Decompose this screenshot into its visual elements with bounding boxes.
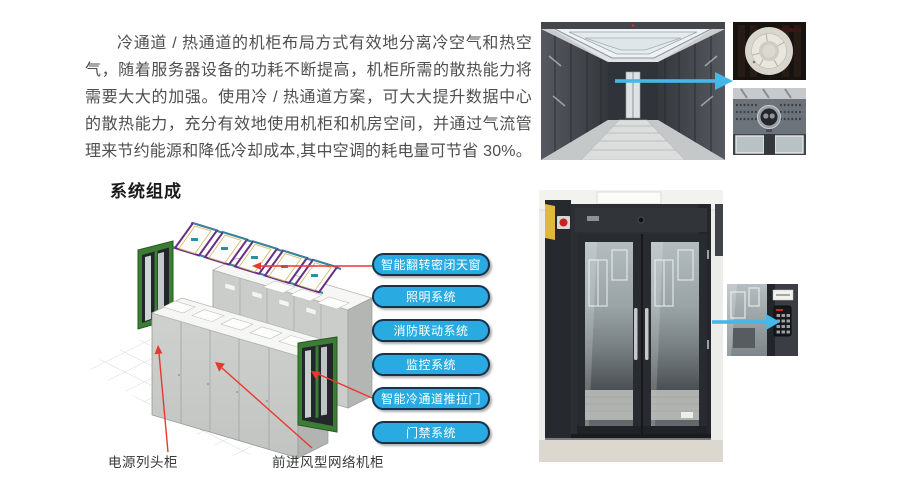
aisle-photo <box>541 22 725 160</box>
smoke-detector-photo <box>733 22 806 80</box>
button-lighting-system[interactable]: 照明系统 <box>372 285 490 308</box>
arrow-right-icon <box>706 311 784 333</box>
skylight-frames <box>172 221 342 295</box>
button-sliding-door-system[interactable]: 智能冷通道推拉门 <box>372 387 490 410</box>
intro-paragraph: 冷通道 / 热通道的机柜布局方式有效地分离冷空气和热空气，随着服务器设备的功耗不… <box>85 35 532 160</box>
arrow-right-icon <box>611 70 735 92</box>
button-skylight-system[interactable]: 智能翻转密闭天窗 <box>372 253 490 276</box>
door-photo <box>539 190 723 462</box>
camera-photo <box>733 88 806 155</box>
system-diagram <box>85 195 385 465</box>
leader-arrows <box>154 262 373 453</box>
label-network-cabinet: 前进风型网络机柜 <box>272 455 384 470</box>
section-title: 系统组成 <box>110 182 182 201</box>
button-monitoring-system[interactable]: 监控系统 <box>372 353 490 376</box>
label-power-cabinet: 电源列头柜 <box>108 455 178 470</box>
button-fire-linkage-system[interactable]: 消防联动系统 <box>372 319 490 342</box>
near-sliding-door <box>297 336 338 433</box>
button-access-control-system[interactable]: 门禁系统 <box>372 421 490 444</box>
keypad-photo <box>727 284 798 356</box>
